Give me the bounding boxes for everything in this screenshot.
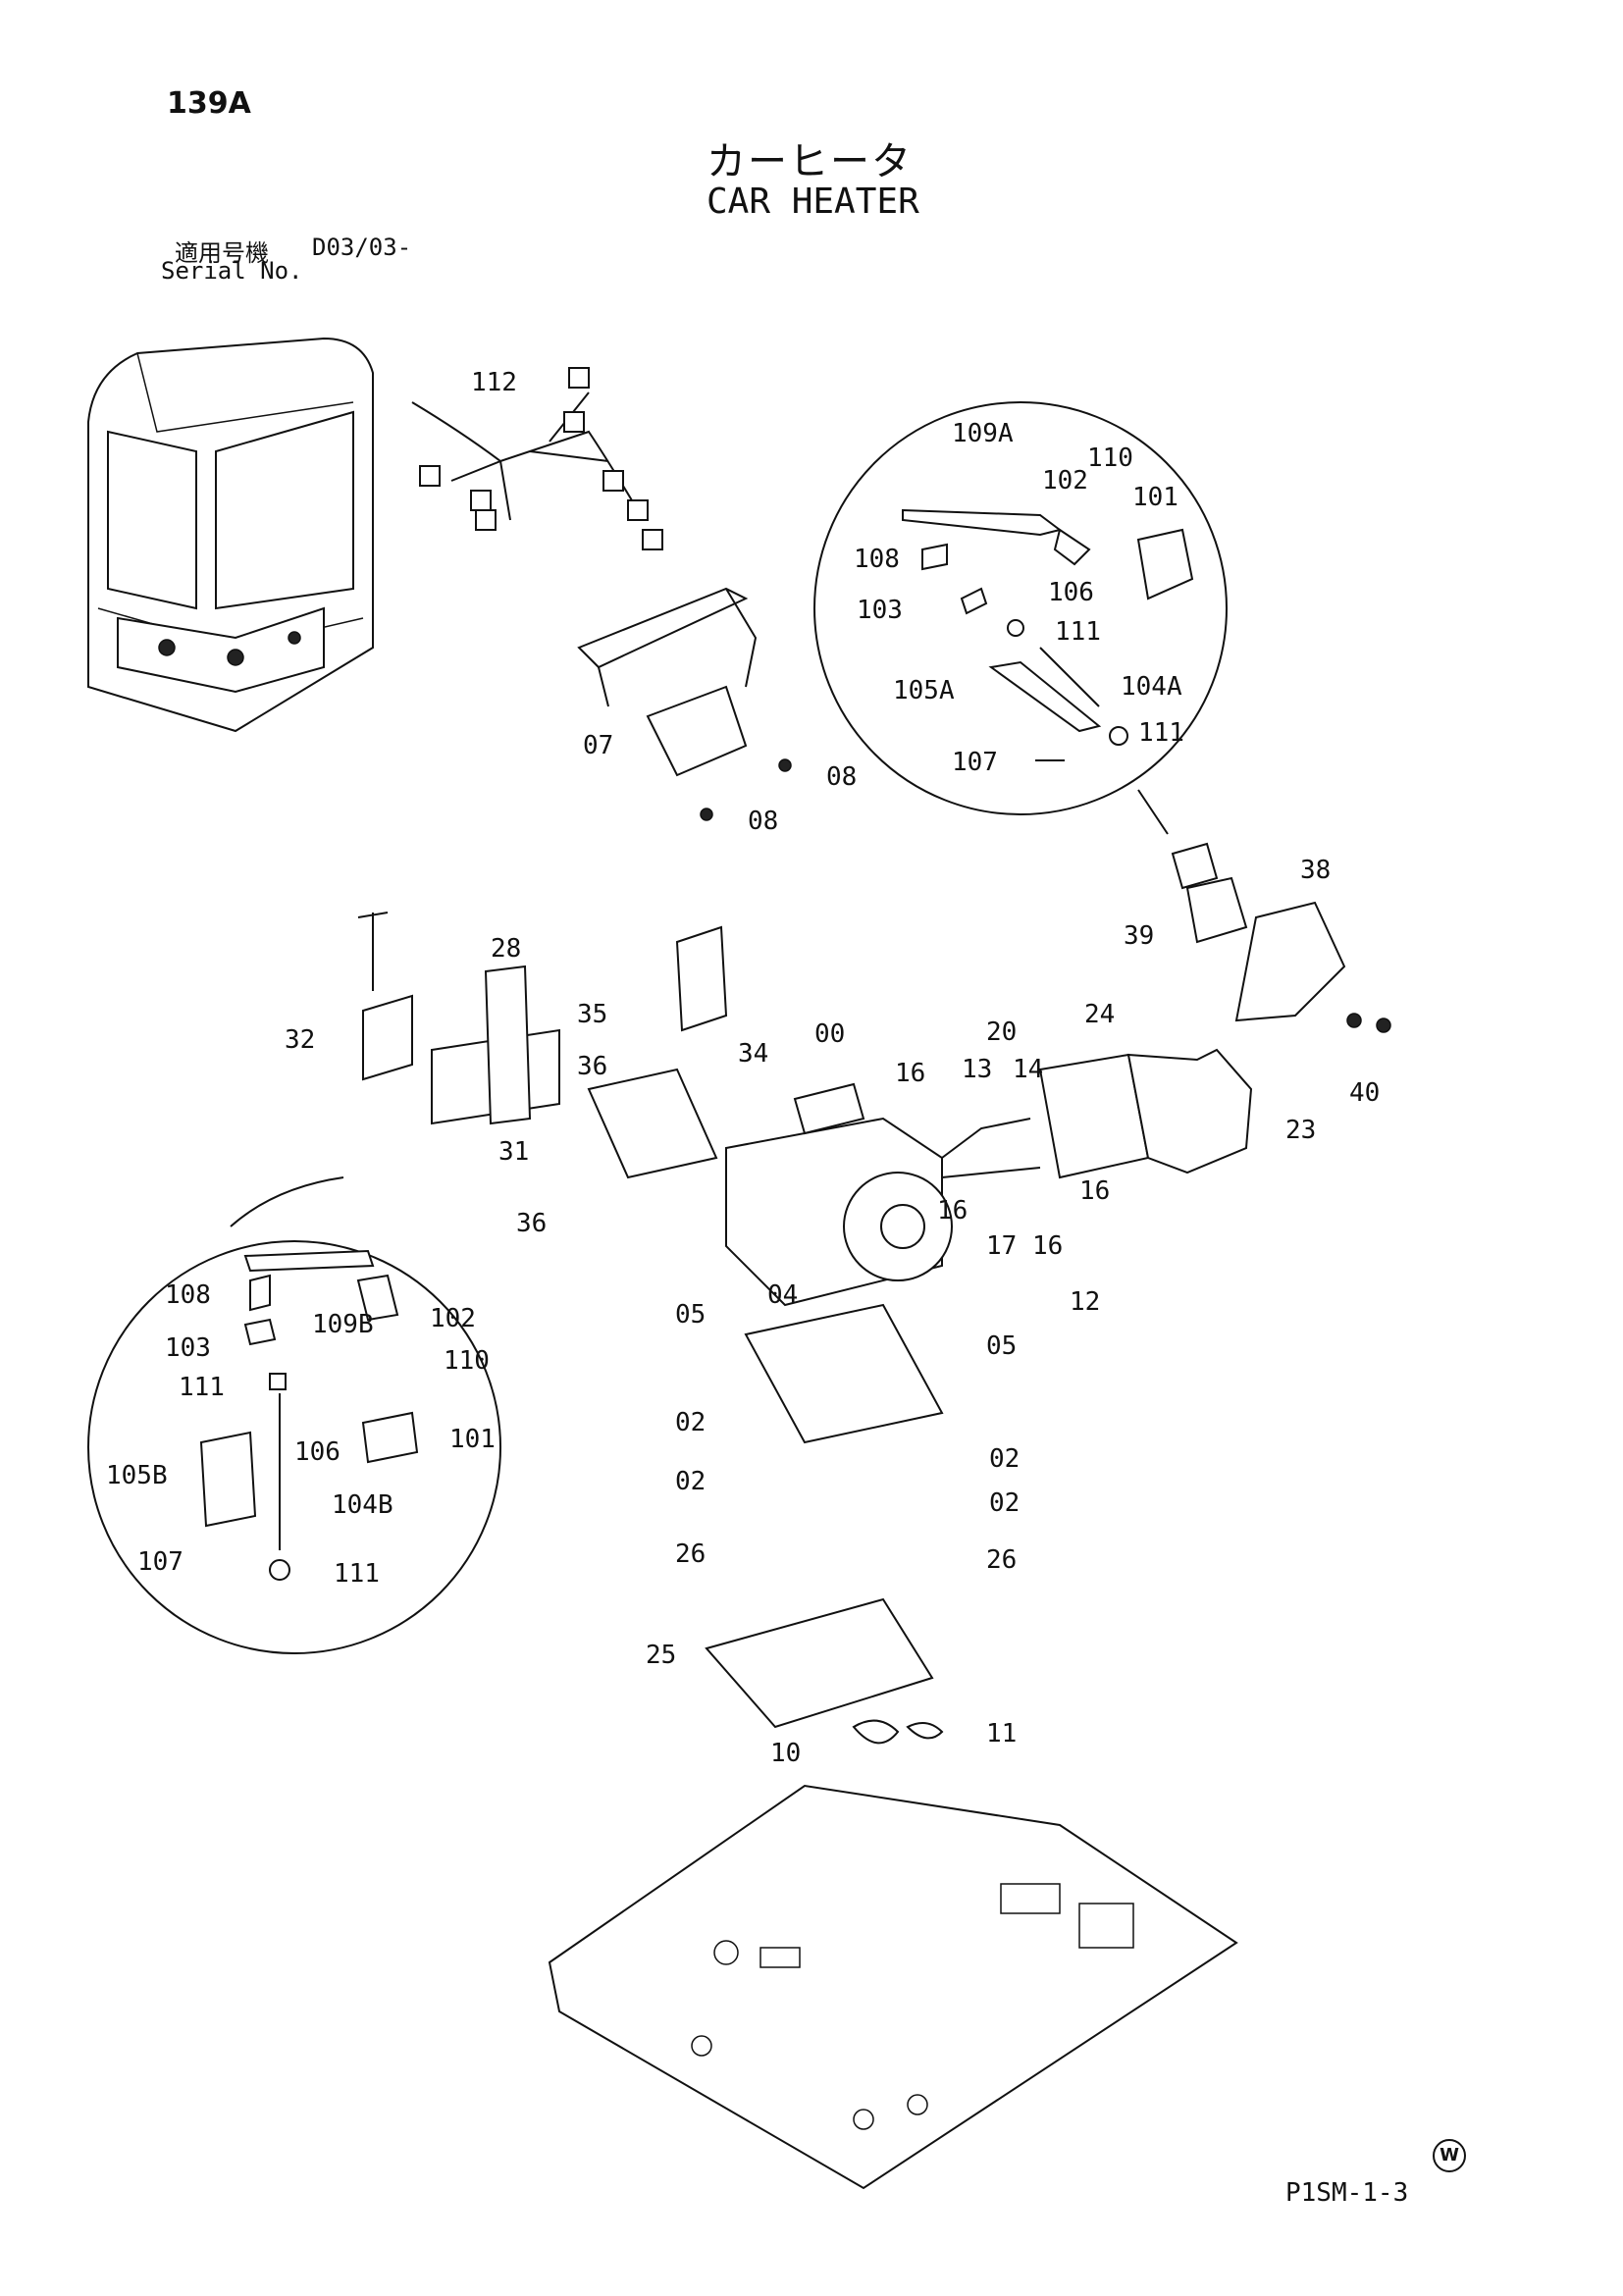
callout-16-b: 16 [1079,1176,1110,1206]
floor-plate [548,1784,1238,2190]
callout-108-a: 108 [854,545,900,574]
callout-111-a: 111 [1055,617,1101,647]
wire-harness [411,367,663,550]
title-japanese: カーヒータ [707,139,913,184]
bracket-assembly [577,587,792,821]
air-duct [1038,1048,1253,1179]
callout-104a: 104A [1121,672,1182,702]
callout-110-a: 110 [1087,444,1133,473]
callout-106-a: 106 [1048,578,1094,607]
callout-14: 14 [1013,1055,1043,1084]
callout-105b: 105B [106,1461,168,1490]
callout-107-a: 107 [952,748,998,777]
callout-111-c: 111 [179,1373,225,1402]
base-plate [705,1303,944,1745]
callout-00: 00 [814,1019,845,1049]
drawing-code: P1SM-1-3 [1285,2178,1409,2208]
callout-110-b: 110 [444,1346,490,1376]
blower-unit [1171,842,1391,1033]
callout-16-a: 16 [895,1059,925,1088]
callout-107-b: 107 [137,1547,183,1577]
callout-40: 40 [1349,1078,1380,1108]
callout-36-a: 36 [577,1052,607,1081]
w-mark-icon: W [1433,2139,1466,2172]
callout-108-b: 108 [165,1280,211,1310]
callout-111-b: 111 [1138,718,1184,748]
callout-112: 112 [471,368,517,397]
callout-101-a: 101 [1132,483,1178,512]
callout-111-d: 111 [334,1559,380,1589]
callout-24: 24 [1084,1000,1115,1029]
heater-core [725,1082,1041,1307]
title-english: CAR HEATER [707,182,919,222]
callout-104b: 104B [332,1490,393,1520]
callout-105a: 105A [893,676,955,705]
callout-26-a: 26 [675,1539,706,1569]
serial-label-japanese: 適用号機 [175,239,269,267]
callout-103-b: 103 [165,1333,211,1363]
callout-103-a: 103 [857,596,903,625]
callout-16-c: 16 [937,1196,968,1226]
callout-102-a: 102 [1042,466,1088,496]
callout-17: 17 [986,1231,1017,1261]
serial-value: D03/03- [312,234,412,261]
callout-36-b: 36 [516,1209,547,1238]
callout-25: 25 [646,1641,676,1670]
callout-34: 34 [738,1039,768,1069]
cab-illustration [87,337,374,733]
callout-12: 12 [1070,1287,1100,1317]
serial-label-english: Serial No. [161,257,303,285]
callout-109a: 109A [952,419,1014,448]
callout-16-d: 16 [1032,1231,1063,1261]
callout-04: 04 [767,1280,798,1310]
callout-102-b: 102 [430,1304,476,1333]
callout-02-b: 02 [675,1467,706,1496]
callout-02-c: 02 [989,1444,1020,1474]
callout-02-d: 02 [989,1488,1020,1518]
detail-circle-a [813,401,1228,835]
callout-101-b: 101 [449,1425,496,1454]
callout-31: 31 [498,1137,529,1167]
callout-32: 32 [285,1025,315,1055]
callout-26-b: 26 [986,1545,1017,1575]
callout-07: 07 [583,731,613,760]
callout-10: 10 [770,1739,801,1768]
callout-23: 23 [1285,1116,1316,1145]
page-number: 139A [167,86,251,121]
callout-05-b: 05 [986,1331,1017,1361]
callout-106-b: 106 [294,1437,340,1467]
callout-39: 39 [1124,921,1154,951]
callout-08-a: 08 [826,762,857,792]
callout-38: 38 [1300,856,1331,885]
callout-20: 20 [986,1018,1017,1047]
callout-13: 13 [962,1055,992,1084]
callout-11: 11 [986,1719,1017,1748]
callout-05-a: 05 [675,1300,706,1330]
callout-35: 35 [577,1000,607,1029]
callout-08-b: 08 [748,807,778,836]
callout-28: 28 [491,934,521,964]
callout-109b: 109B [312,1310,374,1339]
left-unit [357,912,728,1179]
callout-02-a: 02 [675,1408,706,1437]
detail-circle-b [87,1176,501,1654]
